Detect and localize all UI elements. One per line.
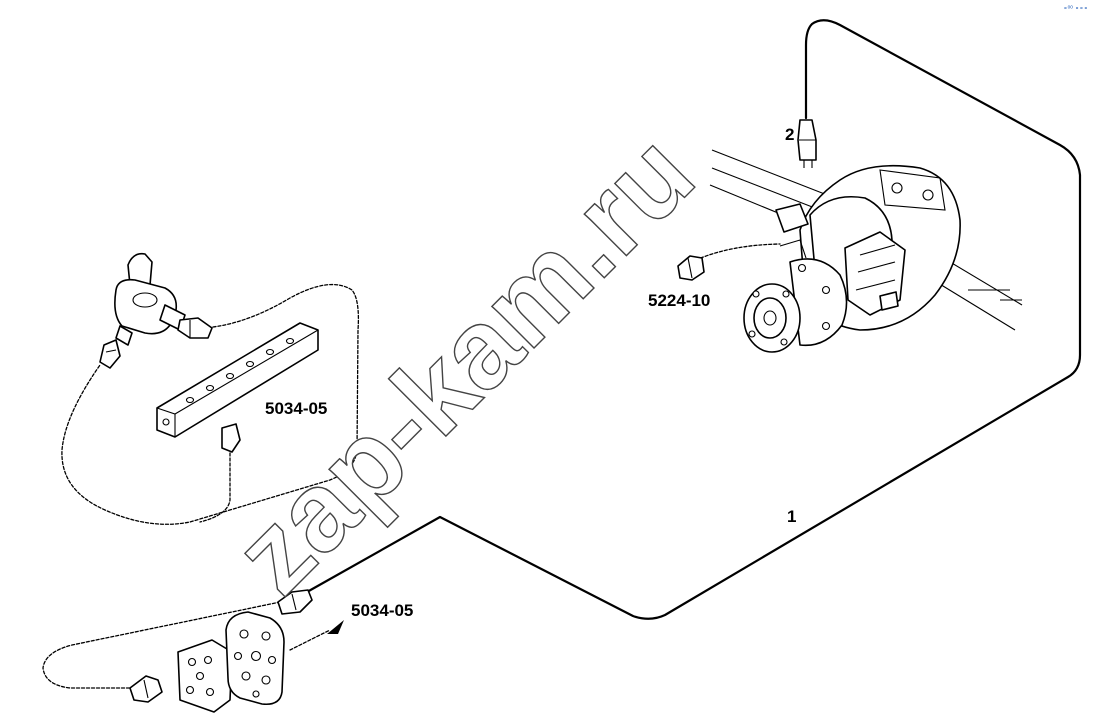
arrow-marker — [289, 620, 344, 651]
dashed-line-tee — [199, 447, 231, 523]
fitting-lower-left — [129, 675, 163, 703]
callout-1: 1 — [787, 507, 796, 526]
brake-valve-assembly — [114, 252, 186, 346]
brake-line-1 — [305, 19, 1082, 620]
part-number-5034-05-bottom: 5034-05 — [351, 601, 413, 620]
valve-plate-front — [225, 611, 285, 706]
fitting-block-bottom — [221, 423, 241, 453]
fitting-valve-left — [99, 339, 121, 369]
part-number-5224-10: 5224-10 — [648, 291, 710, 310]
fitting-5224-10 — [677, 255, 705, 281]
valve-plate-back — [177, 639, 233, 713]
fitting-2 — [797, 119, 817, 168]
fitting-valve-right — [177, 317, 213, 339]
rear-axle-assembly — [709, 149, 1023, 353]
callout-2: 2 — [785, 125, 794, 144]
dashed-line-upper — [61, 284, 360, 525]
fitting-3 — [277, 589, 313, 615]
corner-mark: ∘ᵒᵒ ∘∘∘ — [1063, 5, 1088, 12]
part-number-5034-05-top: 5034-05 — [265, 399, 327, 418]
callout-3: 3 — [276, 573, 285, 592]
dashed-line-lower — [42, 599, 291, 689]
dashed-line-axle — [695, 243, 781, 261]
distribution-block — [156, 322, 319, 438]
